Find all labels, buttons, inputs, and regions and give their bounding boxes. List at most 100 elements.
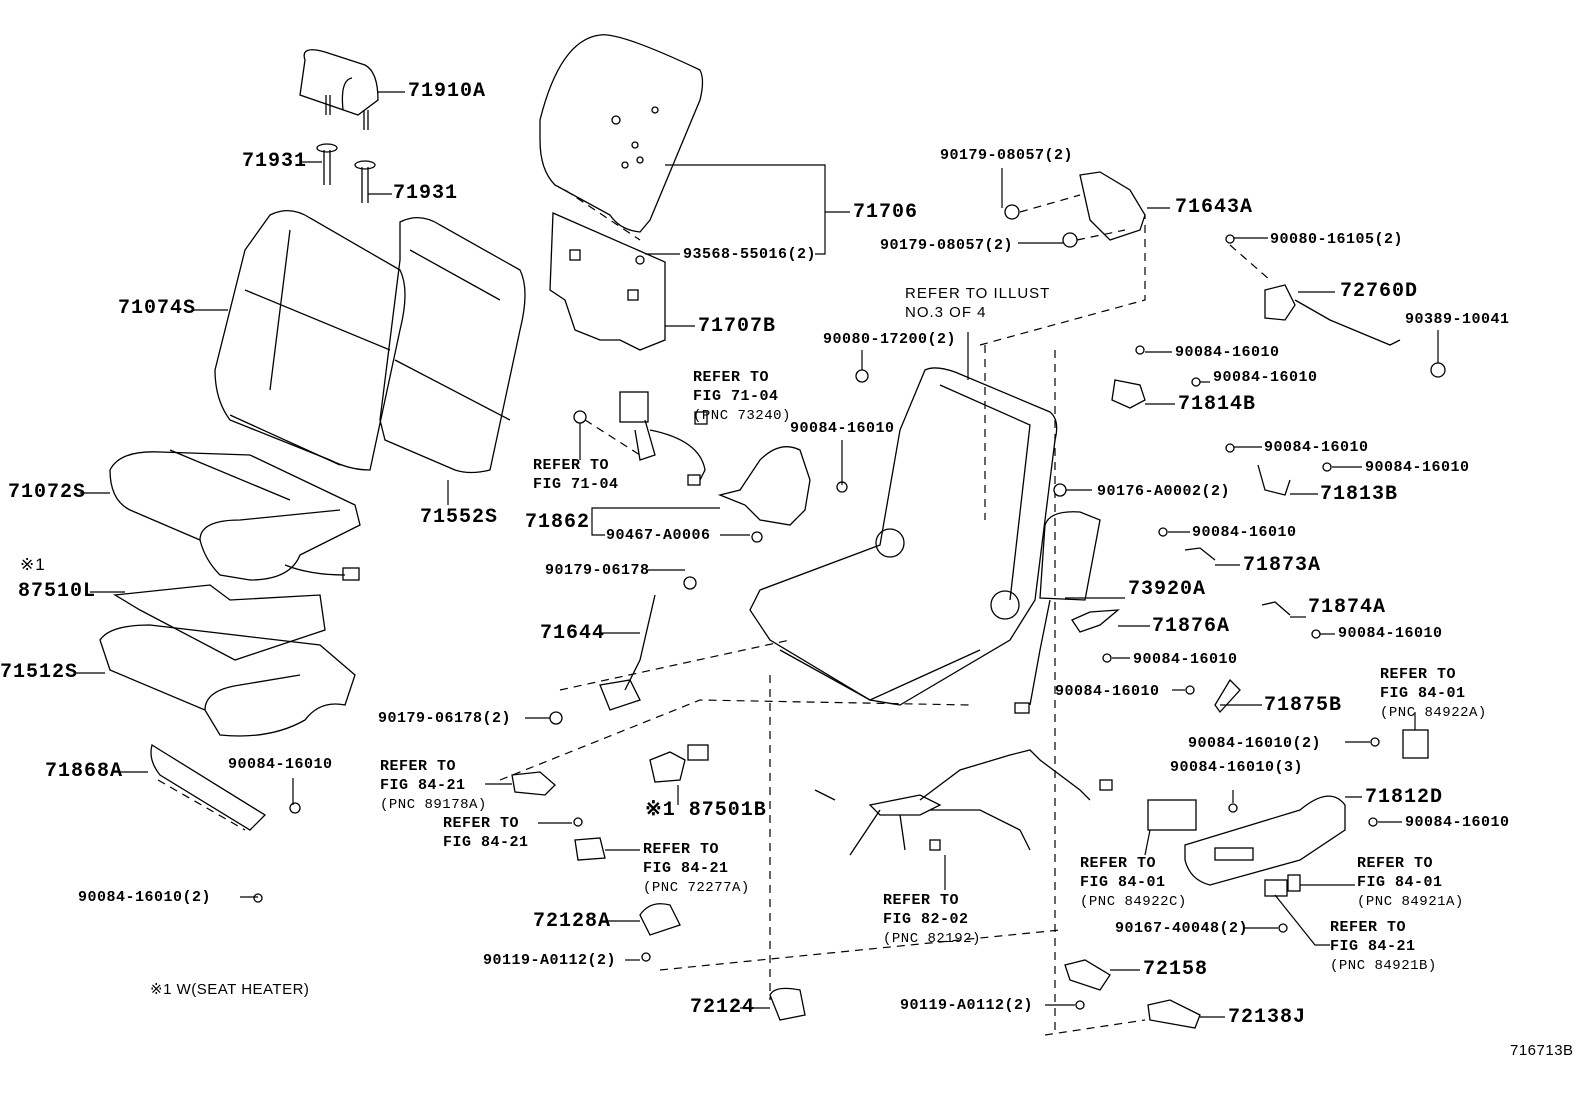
ref-text: REFER TO FIG 84-21 (1330, 919, 1416, 955)
ref-fig-84-21-module[interactable]: REFER TO FIG 84-21 (PNC 72277A) (643, 840, 750, 898)
part-label-71552S[interactable]: 71552S (420, 506, 499, 529)
part-label-87501B[interactable]: ※1 87501B (645, 799, 767, 822)
ref-fig-84-21-bolt[interactable]: REFER TO FIG 84-21 (443, 814, 529, 852)
part-label-90119-A0112[interactable]: 90119-A0112(2) (900, 997, 1034, 1014)
part-label-71868A[interactable]: 71868A (45, 760, 124, 783)
part-label-90084-16010[interactable]: 90084-16010 (1264, 439, 1369, 456)
part-label-72128A[interactable]: 72128A (533, 910, 612, 933)
part-label-71644[interactable]: 71644 (540, 622, 606, 645)
recliner-cover-drawing (717, 446, 811, 526)
pnc-text: (PNC 73240) (693, 408, 791, 424)
part-label-71875B[interactable]: 71875B (1264, 694, 1343, 717)
part-label-90084-16010-qty2[interactable]: 90084-16010(2) (1188, 735, 1322, 752)
part-label-90084-16010[interactable]: 90084-16010 (1055, 683, 1160, 700)
ref-fig-84-01-switch-a[interactable]: REFER TO FIG 84-01(PNC 84922A) (1380, 665, 1487, 723)
part-label-90179-06178[interactable]: 90179-06178 (545, 562, 650, 579)
refer-to-illust-note: REFER TO ILLUST NO.3 OF 4 (905, 285, 1051, 321)
part-label-71072S[interactable]: 71072S (8, 481, 87, 504)
part-label-72760D[interactable]: 72760D (1340, 280, 1419, 303)
ref-fig-82-02-harness[interactable]: REFER TO FIG 82-02(PNC 82192) (883, 891, 981, 949)
pnc-text: (PNC 84922C) (1080, 894, 1187, 910)
part-label-90084-16010[interactable]: 90084-16010 (1192, 524, 1297, 541)
part-label-90084-16010[interactable]: 90084-16010 (1365, 459, 1470, 476)
pnc-text: (PNC 89178A) (380, 797, 487, 813)
part-label-71707B[interactable]: 71707B (698, 315, 777, 338)
part-label-90389-10041[interactable]: 90389-10041 (1405, 311, 1510, 328)
part-label-90084-16010[interactable]: 90084-16010 (1133, 651, 1238, 668)
seat-heater-mark: ※1 (20, 555, 46, 574)
fastener-drawings (253, 234, 1380, 1010)
part-label-71931[interactable]: 71931 (393, 182, 459, 205)
part-label-93568-55016[interactable]: 93568-55016(2) (683, 246, 817, 263)
pnc-text: (PNC 72277A) (643, 880, 750, 896)
part-label-90179-06178-qty2[interactable]: 90179-06178(2) (378, 710, 512, 727)
ref-fig-84-21-sensor[interactable]: REFER TO FIG 84-21 (PNC 89178A) (380, 757, 487, 815)
seatback-panel-drawing (549, 212, 666, 351)
ref-fig-84-01-switch-c[interactable]: REFER TO FIG 84-01 (PNC 84922C) (1080, 854, 1187, 912)
part-label-90167-40048[interactable]: 90167-40048(2) (1115, 920, 1249, 937)
part-label-90084-16010[interactable]: 90084-16010 (790, 420, 895, 437)
ref-text: REFER TO FIG 84-21 (443, 815, 529, 851)
part-label-71512S[interactable]: 71512S (0, 661, 79, 684)
part-label-90084-16010-qty2[interactable]: 90084-16010(2) (78, 889, 212, 906)
part-label-72158[interactable]: 72158 (1143, 958, 1209, 981)
part-label-90176-A0002[interactable]: 90176-A0002(2) (1097, 483, 1231, 500)
seat-belt-buckle-drawing (573, 391, 708, 486)
part-label-90084-16010[interactable]: 90084-16010 (1338, 625, 1443, 642)
part-label-71812D[interactable]: 71812D (1365, 786, 1444, 809)
seatback-cover-drawing (214, 210, 526, 474)
part-label-90080-16105[interactable]: 90080-16105(2) (1270, 231, 1404, 248)
pnc-text: (PNC 84921A) (1357, 894, 1464, 910)
wire-harness-drawing (769, 675, 1113, 1000)
ref-text: REFER TO FIG 84-21 (643, 841, 729, 877)
part-label-90084-16010[interactable]: 90084-16010 (1405, 814, 1510, 831)
part-label-72124[interactable]: 72124 (690, 996, 756, 1019)
part-label-90084-16010-qty3[interactable]: 90084-16010(3) (1170, 759, 1304, 776)
pnc-text: (PNC 84921B) (1330, 958, 1437, 974)
part-label-71643A[interactable]: 71643A (1175, 196, 1254, 219)
front-trim-drawing (150, 743, 267, 831)
part-label-90179-08057[interactable]: 90179-08057(2) (880, 237, 1014, 254)
ref-fig-84-01-knob-a[interactable]: REFER TO FIG 84-01 (PNC 84921A) (1357, 854, 1464, 912)
part-label-71814B[interactable]: 71814B (1178, 393, 1257, 416)
ref-text: REFER TO FIG 84-01 (1380, 666, 1466, 702)
part-label-90080-17200[interactable]: 90080-17200(2) (823, 331, 957, 348)
part-label-71862[interactable]: 71862 (525, 511, 591, 534)
ref-text: REFER TO FIG 71-04 (693, 369, 779, 405)
ref-fig-84-21-knob-b[interactable]: REFER TO FIG 84-21 (PNC 84921B) (1330, 918, 1437, 976)
part-label-90467-A0006[interactable]: 90467-A0006 (606, 527, 711, 544)
ref-text: REFER TO FIG 84-21 (380, 758, 466, 794)
seat-frame-drawing (749, 215, 1146, 1035)
part-label-87510L[interactable]: 87510L (18, 580, 97, 603)
seat-heater-drawing (112, 564, 360, 661)
part-label-71873A[interactable]: 71873A (1243, 554, 1322, 577)
part-label-72138J[interactable]: 72138J (1228, 1006, 1307, 1029)
seat-cushion-pad-drawing (99, 624, 356, 737)
headrest-drawing (299, 49, 379, 203)
part-label-73920A[interactable]: 73920A (1128, 578, 1207, 601)
ref-fig-71-04-anchor[interactable]: REFER TO FIG 71-04 (533, 456, 619, 494)
part-label-90084-16010[interactable]: 90084-16010 (1213, 369, 1318, 386)
seat-heater-footnote: ※1 W(SEAT HEATER) (150, 981, 310, 998)
seatback-board-drawing (539, 34, 704, 241)
part-label-90119-A0112[interactable]: 90119-A0112(2) (483, 952, 617, 969)
part-label-90084-16010[interactable]: 90084-16010 (228, 756, 333, 773)
small-parts-drawing (499, 699, 1201, 1036)
ref-text: REFER TO FIG 84-01 (1357, 855, 1443, 891)
part-label-71910A[interactable]: 71910A (408, 80, 487, 103)
part-label-71876A[interactable]: 71876A (1152, 615, 1231, 638)
part-label-90084-16010[interactable]: 90084-16010 (1175, 344, 1280, 361)
ref-text: REFER TO FIG 82-02 (883, 892, 969, 928)
part-label-71931[interactable]: 71931 (242, 150, 308, 173)
part-label-71813B[interactable]: 71813B (1320, 483, 1399, 506)
part-label-71874A[interactable]: 71874A (1308, 596, 1387, 619)
ref-fig-71-04-buckle[interactable]: REFER TO FIG 71-04 (PNC 73240) (693, 368, 791, 426)
motor-drawing (1229, 244, 1446, 378)
part-label-71074S[interactable]: 71074S (118, 297, 197, 320)
seat-cushion-cover-drawing (109, 449, 361, 581)
leader-lines (75, 91, 1439, 1018)
part-label-90179-08057[interactable]: 90179-08057(2) (940, 147, 1074, 164)
ref-text: REFER TO FIG 84-01 (1080, 855, 1166, 891)
part-label-71706[interactable]: 71706 (853, 201, 919, 224)
lumbar-support-drawing (1014, 511, 1101, 714)
